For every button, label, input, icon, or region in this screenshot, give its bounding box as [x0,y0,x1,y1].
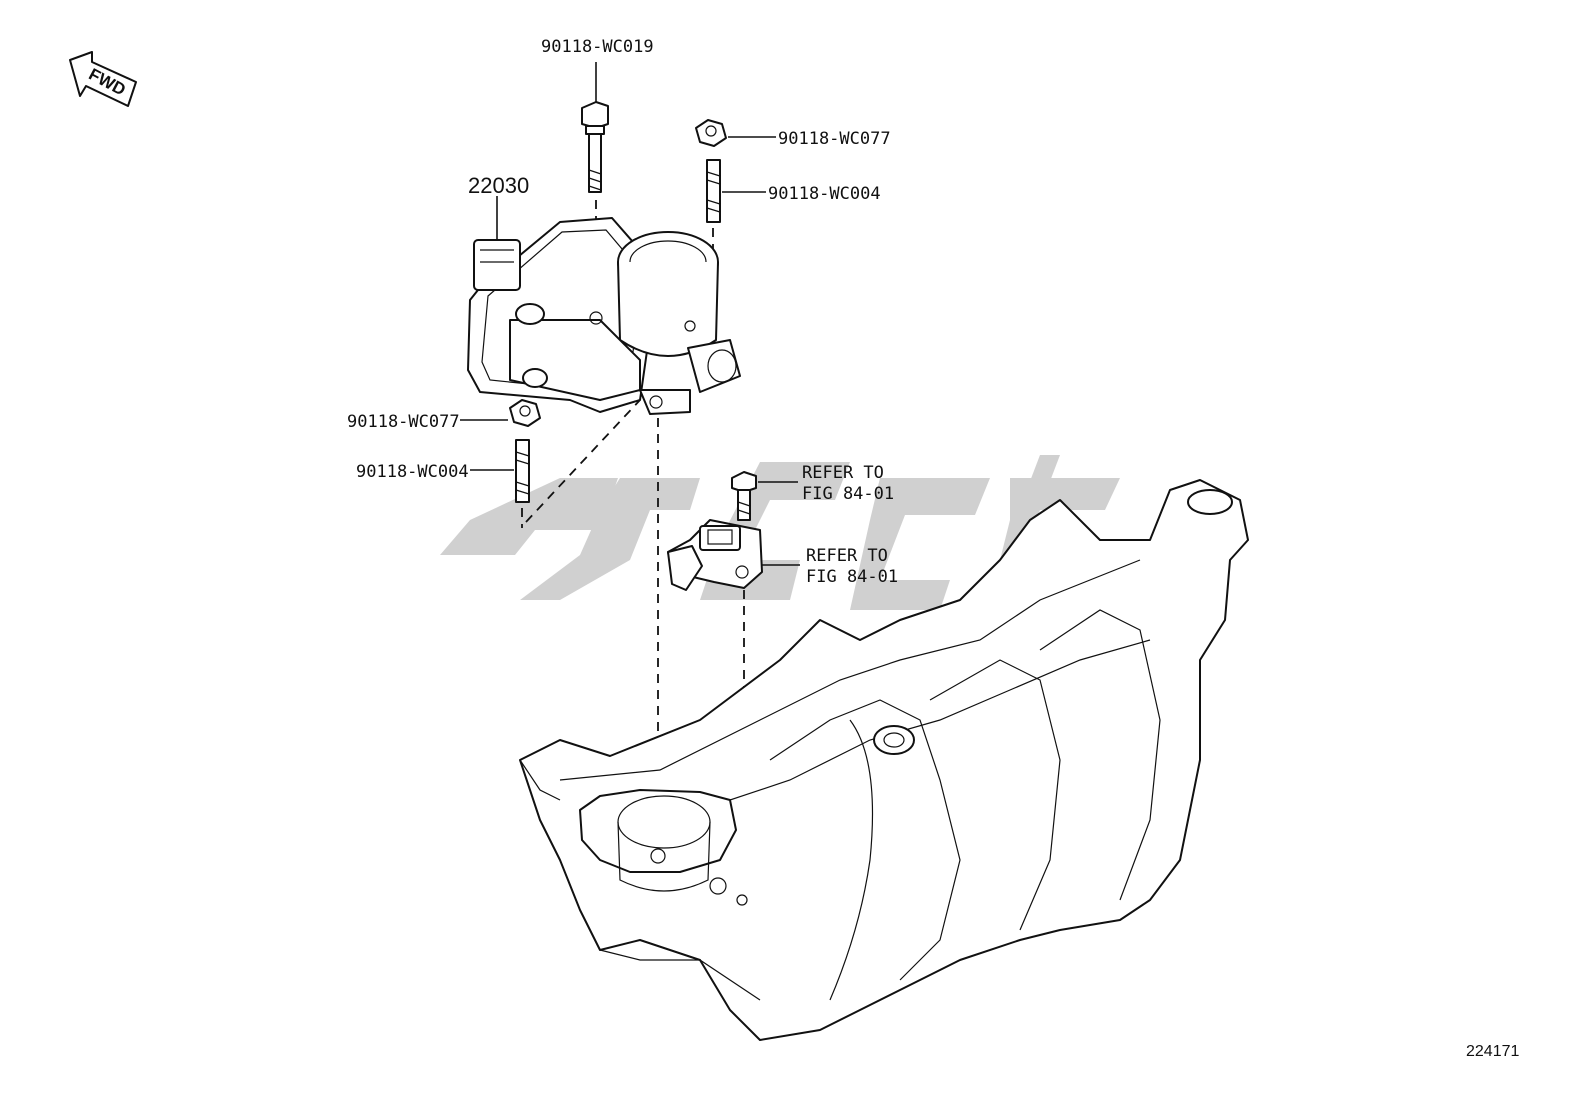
throttle-position-sensor [667,519,800,890]
nut-90118-wc077-left [460,399,541,427]
figure-number: 224171 [1466,1043,1519,1060]
throttle-body-22030 [467,196,741,415]
stud-90118-wc004-left [470,399,641,528]
part-number-nut-left: 90118-WC077 [347,412,460,432]
part-number-throttle-body: 22030 [468,173,529,198]
reference-sensor-line2: FIG 84-01 [806,567,898,587]
part-number-stud-left: 90118-WC004 [356,462,469,482]
intake-manifold [519,479,1249,1041]
part-number-bolt-top: 90118-WC019 [541,37,654,57]
part-number-nut-right: 90118-WC077 [778,129,891,149]
reference-screw-line2: FIG 84-01 [802,484,894,504]
reference-screw-line1: REFER TO [802,463,884,483]
part-number-stud-right: 90118-WC004 [768,184,881,204]
fwd-arrow-icon: FWD [69,51,137,107]
reference-sensor-line1: REFER TO [806,546,888,566]
sensor-screw [731,471,798,521]
nut-90118-wc077-right [695,119,776,147]
